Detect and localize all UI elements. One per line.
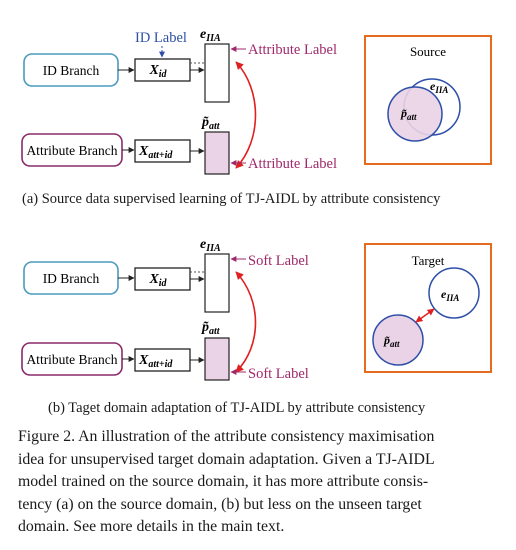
e-iia-circle-label: eIIA bbox=[430, 79, 448, 95]
source-space-box bbox=[364, 35, 492, 165]
p-att-vector bbox=[204, 131, 230, 175]
attribute-branch-label: Attribute Branch bbox=[26, 352, 117, 367]
x-att-id-symbol: Xatt+id bbox=[138, 353, 173, 370]
caption-line: idea for unsupervised target domain adap… bbox=[18, 450, 435, 468]
source-title: Source bbox=[410, 44, 446, 59]
consistency-arrow bbox=[235, 61, 257, 169]
panel-b: ID Branch Xid eIIA Soft Label p̃att Attr… bbox=[21, 237, 492, 382]
e-iia-circle bbox=[428, 267, 480, 319]
soft-label-top: Soft Label bbox=[248, 253, 309, 269]
e-iia-vector bbox=[204, 43, 230, 103]
p-att-circle bbox=[387, 86, 443, 142]
x-att-id-symbol: Xatt+id bbox=[138, 144, 173, 161]
p-att-circle-label: p̃att bbox=[383, 333, 400, 349]
x-id-symbol: Xid bbox=[148, 272, 167, 289]
target-title: Target bbox=[412, 253, 445, 268]
attribute-label-bottom: Attribute Label bbox=[248, 156, 337, 172]
caption-line: Figure 2. An illustration of the attribu… bbox=[18, 428, 435, 445]
caption-line: tency (a) on the source domain, (b) but … bbox=[18, 495, 422, 513]
e-iia-label: eIIA bbox=[200, 237, 221, 254]
figure-caption: Figure 2. An illustration of the attribu… bbox=[18, 426, 504, 539]
e-iia-label: eIIA bbox=[200, 27, 221, 44]
subcaption-b: (b) Taget domain adaptation of TJ-AIDL b… bbox=[48, 400, 426, 416]
id-branch-label: ID Branch bbox=[43, 63, 100, 78]
e-iia-circle-label: eIIA bbox=[441, 287, 459, 303]
figure-diagram: ID Label ID Branch Xid eIIA Attribute La… bbox=[21, 27, 492, 382]
caption-line: model trained on the source domain, it h… bbox=[18, 473, 429, 490]
subcaption-a: (a) Source data supervised learning of T… bbox=[22, 191, 441, 207]
e-iia-vector bbox=[204, 253, 230, 313]
attribute-label-top: Attribute Label bbox=[248, 42, 337, 58]
id-branch-label: ID Branch bbox=[43, 271, 100, 286]
soft-label-bottom: Soft Label bbox=[248, 366, 309, 382]
p-att-circle bbox=[372, 314, 424, 366]
panel-a: ID Label ID Branch Xid eIIA Attribute La… bbox=[21, 27, 492, 175]
distance-arrow bbox=[415, 308, 435, 323]
consistency-arrow bbox=[235, 271, 257, 373]
p-att-circle-label: p̃att bbox=[400, 106, 417, 122]
p-att-label: p̃att bbox=[201, 115, 221, 132]
attribute-branch-label: Attribute Branch bbox=[26, 143, 117, 158]
caption-line: domain. See more details in the main tex… bbox=[18, 518, 285, 535]
p-att-vector bbox=[204, 337, 230, 381]
p-att-label: p̃att bbox=[201, 320, 221, 337]
id-label-text: ID Label bbox=[135, 30, 187, 46]
x-id-symbol: Xid bbox=[148, 63, 167, 80]
